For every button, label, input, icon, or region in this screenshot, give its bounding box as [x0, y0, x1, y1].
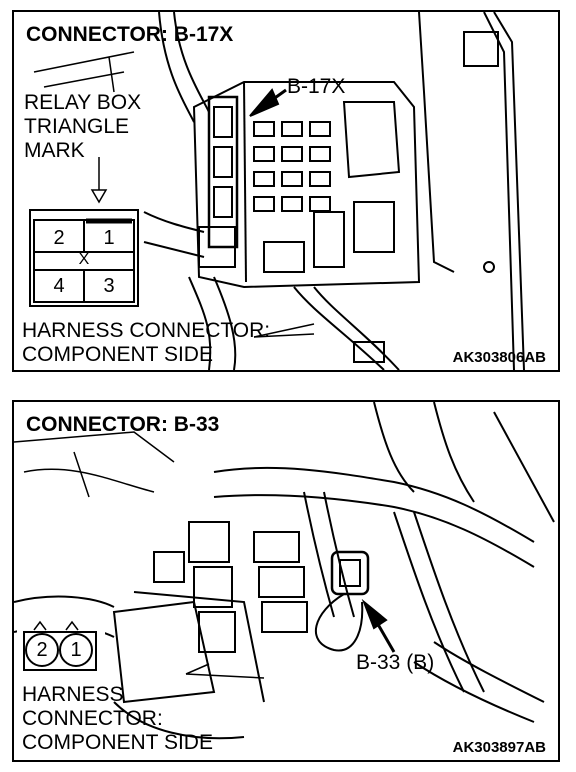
pin-1: 1 — [103, 227, 115, 249]
harness-label-line-2: CONNECTOR: — [22, 707, 163, 730]
connector-b33-panel: CONNECTOR: B-33 B-33 (B) 2 1 HARNESS CON… — [12, 400, 560, 762]
panel-title: CONNECTOR: B-33 — [26, 413, 220, 436]
pin-2: 2 — [53, 227, 65, 249]
figure-code: AK303806AB — [452, 349, 546, 366]
relay-box-label-line-2: TRIANGLE — [24, 115, 130, 138]
harness-label-line-1: HARNESS CONNECTOR: — [22, 319, 271, 342]
engine-harness-illustration — [14, 402, 555, 740]
engine-bay-illustration — [29, 12, 525, 370]
relay-box-label-line-3: MARK — [24, 139, 85, 162]
pin-center-mark: X — [78, 251, 90, 268]
pin-2: 2 — [36, 639, 48, 661]
pin-4: 4 — [53, 275, 65, 297]
panel-title: CONNECTOR: B-17X — [26, 23, 234, 46]
figure-code: AK303897AB — [452, 739, 546, 756]
pin-3: 3 — [103, 275, 115, 297]
harness-label-line-1: HARNESS — [22, 683, 124, 706]
connector-b17x-panel: CONNECTOR: B-17X B-17X RELAY BOX TRIANGL… — [12, 10, 560, 372]
relay-box-label-line-1: RELAY BOX — [24, 91, 142, 114]
harness-label-line-2: COMPONENT SIDE — [22, 343, 213, 366]
connector-callout: B-17X — [287, 75, 346, 98]
connector-callout: B-33 (B) — [356, 651, 435, 674]
harness-label-line-3: COMPONENT SIDE — [22, 731, 213, 754]
pin-1: 1 — [70, 639, 82, 661]
